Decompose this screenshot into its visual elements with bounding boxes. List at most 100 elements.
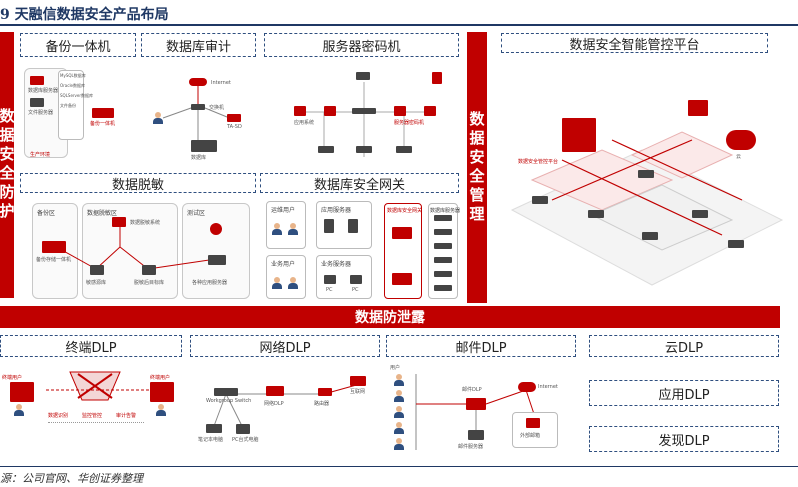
- mail-user-4: [394, 422, 404, 434]
- network-laptop: 笔记本电脑: [198, 437, 224, 443]
- endpoint-right-label: 终端用户: [150, 375, 171, 381]
- sensitive-zone-label: 数据脱敏区: [87, 210, 118, 217]
- label-app-dlp: 应用DLP: [589, 380, 779, 406]
- side-label-protection: 数据安全防护: [0, 32, 16, 298]
- endpoint-list: [48, 422, 144, 453]
- audit-device: TA-SD: [227, 124, 242, 130]
- crypto-top-server: [356, 72, 370, 80]
- network-firewall-icon: [350, 376, 366, 386]
- gw-pc-1: PC: [326, 287, 333, 293]
- mail-internet: Internet: [538, 384, 558, 390]
- mail-server-icon: [468, 430, 484, 440]
- mail-internet-icon: [518, 382, 536, 392]
- label-masking: 数据脱敏: [20, 173, 256, 193]
- biz-user-icon-2: [288, 277, 298, 289]
- mgmt-node-2: [588, 210, 604, 218]
- label-backup: 备份一体机: [20, 33, 136, 57]
- biz-user-label: 业务用户: [271, 261, 296, 268]
- label-mgmt-platform: 数据安全智能管控平台: [501, 33, 768, 53]
- mail-users: 用户: [390, 365, 401, 371]
- db-rack-1: [434, 215, 452, 221]
- dlp-banner: 数据防泄露: [0, 306, 780, 328]
- endpoint-alert: 审计告警: [116, 413, 137, 419]
- mgmt-monitor-icon: [688, 100, 708, 116]
- backup-sqlserver: SQLServer数据库: [60, 93, 94, 98]
- db-rack-5: [434, 271, 452, 277]
- masking-backup-device: [42, 241, 66, 253]
- mgmt-illustration: 数据安全管控平台 云: [492, 60, 796, 300]
- mail-dlp: 邮件DLP: [462, 387, 482, 393]
- mail-ext-icon: [526, 418, 540, 428]
- gw-pc-icon-2: [350, 275, 362, 284]
- label-server-crypto: 服务器密码机: [264, 33, 459, 57]
- network-switch: Workgroup Switch: [206, 398, 252, 404]
- backup-oracle: Oracle数据库: [60, 83, 86, 88]
- app-servers-icon: [208, 255, 226, 265]
- crypto-illustration: 应用系统 服务器密码机: [264, 62, 459, 166]
- ops-user-icon-1: [272, 223, 282, 235]
- label-endpoint-dlp: 终端DLP: [0, 335, 182, 357]
- crypto-bottom-2: [356, 146, 372, 153]
- mail-user-2: [394, 390, 404, 402]
- endpoint-right-user-icon: [156, 404, 166, 416]
- gw-pc-icon-1: [324, 275, 336, 284]
- endpoint-monitor: 监控管控: [82, 413, 103, 419]
- mail-user-3: [394, 406, 404, 418]
- side-label-management: 数据安全管理: [467, 32, 487, 303]
- db-server-label: 数据库服务器: [430, 208, 461, 214]
- audit-links: [162, 86, 228, 140]
- backup-db-list: MySQL数据库 Oracle数据库 SQLServer数据库 文件备份: [58, 70, 93, 140]
- network-dlp: 网络DLP: [264, 401, 284, 407]
- ops-user-label: 运维用户: [271, 207, 296, 214]
- audit-db-icon: [191, 140, 217, 152]
- masking-blocked-icon: [210, 223, 222, 235]
- db-rack-2: [434, 229, 452, 235]
- network-gateway-icon: [318, 388, 332, 396]
- label-discover-dlp: 发现DLP: [589, 426, 779, 452]
- gw-pc-2: PC: [352, 287, 359, 293]
- switch-icon: [191, 104, 205, 110]
- network-switch-icon: [214, 388, 238, 396]
- mgmt-node-5: [638, 170, 654, 178]
- biz-user-zone: 业务用户: [266, 255, 306, 299]
- gw-server-icon-2: [348, 219, 358, 233]
- app-server-label: 应用服务器: [321, 207, 352, 214]
- db-rack-6: [434, 285, 452, 291]
- mgmt-node-4: [692, 210, 708, 218]
- mgmt-node-1: [532, 196, 548, 204]
- audit-illustration: Internet 交换机 TA-SD 数据库: [141, 62, 256, 166]
- mail-ext: 外部邮箱: [520, 433, 541, 439]
- target-db-icon: [142, 265, 156, 275]
- mail-dlp-icon: [466, 398, 486, 410]
- ops-user-zone: 运维用户: [266, 201, 306, 249]
- mail-user-5: [394, 438, 404, 450]
- biz-server-label: 业务服务器: [321, 261, 352, 268]
- mgmt-platform-label: 数据安全管控平台: [518, 159, 559, 165]
- backup-db-server: 数据库服务器: [28, 88, 59, 94]
- label-cloud-dlp: 云DLP: [589, 335, 779, 357]
- gateway-illustration: 运维用户 业务用户 应用服务器 业务服务器 PC PC 数据库安全网关 数据库服…: [264, 197, 461, 303]
- endpoint-graphics: [46, 371, 150, 401]
- crypto-device-label: 服务器密码机: [394, 120, 425, 126]
- network-pc-icon: [236, 424, 250, 434]
- audit-device-icon: [227, 114, 241, 122]
- gateway-device-1: [392, 227, 412, 239]
- masking-system-icon: [112, 217, 126, 227]
- masking-target-db: 脱敏后目标库: [134, 280, 165, 286]
- mgmt-cloud-icon: [726, 130, 756, 150]
- internet-cloud-icon: [189, 78, 207, 86]
- source-note: 源：公司官网、华创证券整理: [0, 472, 143, 485]
- endpoint-left-user-icon: [14, 404, 24, 416]
- audit-internet: Internet: [211, 80, 231, 86]
- label-db-gateway: 数据库安全网关: [260, 173, 459, 193]
- backup-file-server: 文件服务器: [28, 110, 54, 116]
- crypto-node-4: [424, 106, 436, 116]
- masking-system: 数据脱敏系统: [130, 220, 161, 226]
- mgmt-node-3: [642, 232, 658, 240]
- mail-illustration: 用户 邮件DLP 邮件服务器 Internet 外部邮箱: [386, 360, 578, 460]
- gw-server-icon-1: [324, 219, 334, 233]
- crypto-bottom-3: [396, 146, 412, 153]
- masking-test-zone: 测试区: [182, 203, 250, 299]
- masking-illustration: 备份区 数据脱敏区 测试区 备份存储一体机 数据脱敏系统 敏感源库 脱敏后目标库…: [20, 197, 256, 303]
- title-underline: [0, 24, 798, 26]
